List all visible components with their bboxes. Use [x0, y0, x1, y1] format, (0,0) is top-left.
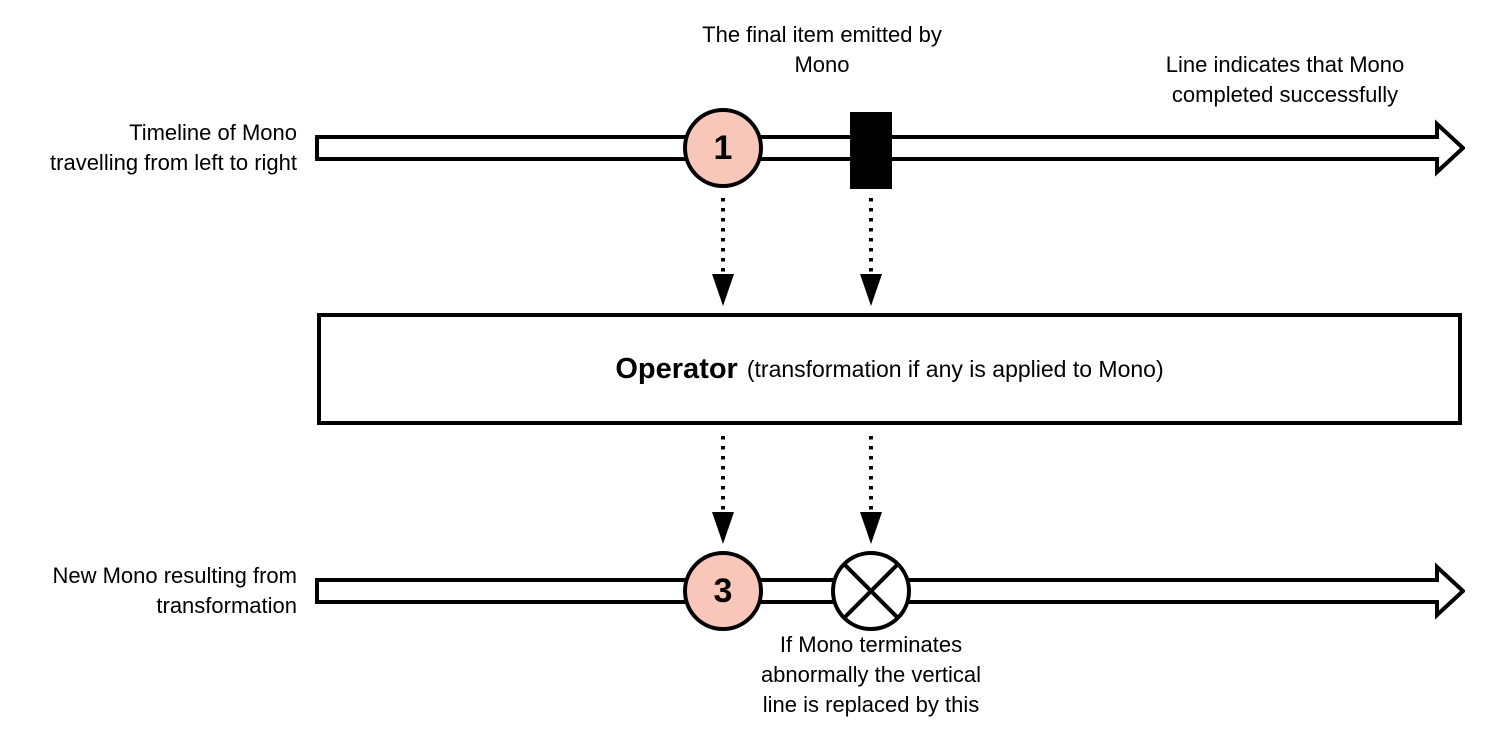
- label-source-timeline: Timeline of Mono travelling from left to…: [0, 118, 297, 178]
- operator-box: Operator (transformation if any is appli…: [317, 313, 1462, 425]
- caption-completed-line1: Line indicates that Mono: [1165, 52, 1405, 77]
- caption-final-item-line1: The final item emitted by: [702, 22, 942, 47]
- caption-completed-successfully: Line indicates that Mono completed succe…: [1100, 50, 1470, 110]
- caption-abnormal-line2: abnormally the vertical: [760, 662, 982, 687]
- label-source-timeline-line2: travelling from left to right: [50, 150, 297, 175]
- error-termination-icon: [831, 551, 911, 631]
- source-item-marker: 1: [683, 108, 763, 188]
- operator-subtitle: (transformation if any is applied to Mon…: [746, 355, 1164, 382]
- source-item-value: 1: [713, 128, 733, 167]
- caption-abnormal-line3: line is replaced by this: [762, 692, 980, 717]
- caption-final-item: The final item emitted by Mono: [622, 20, 1022, 80]
- caption-abnormal-line1: If Mono terminates: [779, 632, 963, 657]
- result-item-value: 3: [713, 571, 733, 610]
- caption-abnormal-termination: If Mono terminates abnormally the vertic…: [696, 630, 1046, 720]
- operator-title: Operator: [615, 352, 738, 385]
- label-source-timeline-line1: Timeline of Mono: [129, 120, 297, 145]
- label-result-timeline-line1: New Mono resulting from: [52, 563, 297, 588]
- dotted-arrow-operator-to-terminal-icon: [860, 436, 882, 544]
- result-item-marker: 3: [683, 551, 763, 631]
- label-result-timeline-line2: transformation: [156, 593, 297, 618]
- dotted-arrow-complete-to-operator-icon: [860, 198, 882, 306]
- label-result-timeline: New Mono resulting from transformation: [0, 561, 297, 621]
- completion-bar: [850, 112, 892, 189]
- caption-final-item-line2: Mono: [794, 52, 850, 77]
- dotted-arrow-item-to-operator-icon: [712, 198, 734, 306]
- caption-completed-line2: completed successfully: [1171, 82, 1399, 107]
- dotted-arrow-operator-to-item-icon: [712, 436, 734, 544]
